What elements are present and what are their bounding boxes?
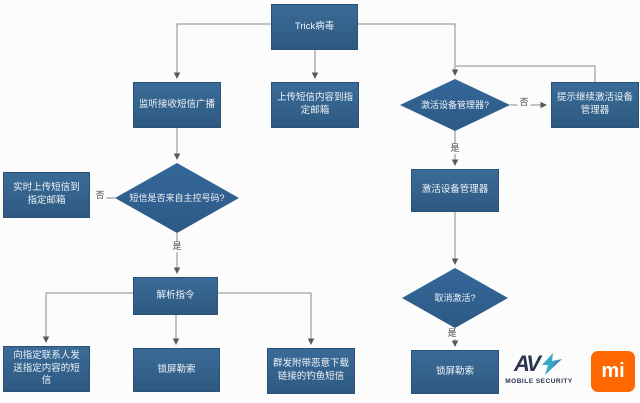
node-listen-sms-broadcast: 监听接收短信广播 — [133, 82, 221, 128]
connector-parse-to-send-sms — [42, 292, 133, 343]
node-parse-commands: 解析指令 — [133, 277, 218, 315]
avl-logo-caption: MOBILE SECURITY — [505, 378, 573, 385]
node-lockscreen-ransom-left-label: 锁屏勒索 — [157, 363, 196, 375]
edge-label-activate-yes: 是 — [448, 143, 462, 154]
node-activate-device-manager-question-label: 激活设备管理器? — [420, 99, 489, 110]
node-prompt-continue-activate-label: 提示继续激活设备管理器 — [557, 92, 634, 116]
edge-label-activate-no: 否 — [517, 97, 531, 108]
node-parse-commands-label: 解析指令 — [156, 289, 195, 301]
node-lockscreen-ransom-left: 锁屏勒索 — [133, 348, 220, 392]
node-listen-sms-broadcast-label: 监听接收短信广播 — [139, 98, 216, 110]
connector-parse-to-phishing — [218, 292, 315, 345]
xiaomi-logo-text: mi — [601, 360, 625, 382]
connector-trick-to-activate-question — [358, 23, 459, 76]
avl-logo-row: AV — [501, 351, 577, 377]
connector-prompt-loopback — [456, 65, 596, 82]
node-prompt-continue-activate: 提示继续激活设备管理器 — [551, 82, 639, 128]
avl-logo-letters: AV — [514, 351, 541, 376]
node-trick-virus-label: Trick病毒 — [294, 20, 335, 32]
node-send-sms-to-contacts: 向指定联系人发送指定内容的短信 — [3, 346, 90, 392]
node-lockscreen-ransom-right: 锁屏勒索 — [411, 350, 499, 394]
node-upload-sms-content: 上传短信内容到指定邮箱 — [271, 82, 359, 128]
node-mass-phishing-sms: 群发附带恶意下载链接的钓鱼短信 — [267, 348, 355, 394]
avl-mobile-security-logo: AV MOBILE SECURITY — [501, 351, 577, 385]
avl-lightning-icon — [541, 353, 562, 375]
node-trick-virus: Trick病毒 — [271, 4, 358, 50]
xiaomi-logo: mi — [591, 351, 635, 392]
node-realtime-upload-sms-label: 实时上传短信到指定邮箱 — [13, 182, 80, 206]
node-send-sms-to-contacts-label: 向指定联系人发送指定内容的短信 — [13, 349, 80, 387]
node-activate-device-manager: 激活设备管理器 — [411, 169, 499, 212]
edge-label-source-no: 否 — [93, 190, 107, 201]
node-activate-device-manager-label: 激活设备管理器 — [421, 184, 489, 196]
node-sms-from-master-question-label: 短信是否来自主控号码? — [129, 192, 225, 203]
node-lockscreen-ransom-right-label: 锁屏勒索 — [435, 365, 474, 377]
node-upload-sms-content-label: 上传短信内容到指定邮箱 — [277, 92, 354, 116]
edge-label-source-yes: 是 — [170, 241, 184, 252]
connector-trick-to-listen — [173, 23, 271, 79]
node-cancel-activation-question-label: 取消激活? — [434, 292, 476, 303]
node-realtime-upload-sms: 实时上传短信到指定邮箱 — [3, 172, 90, 218]
edge-label-cancel-yes: 是 — [445, 328, 459, 339]
node-mass-phishing-sms-label: 群发附带恶意下载链接的钓鱼短信 — [273, 358, 350, 382]
